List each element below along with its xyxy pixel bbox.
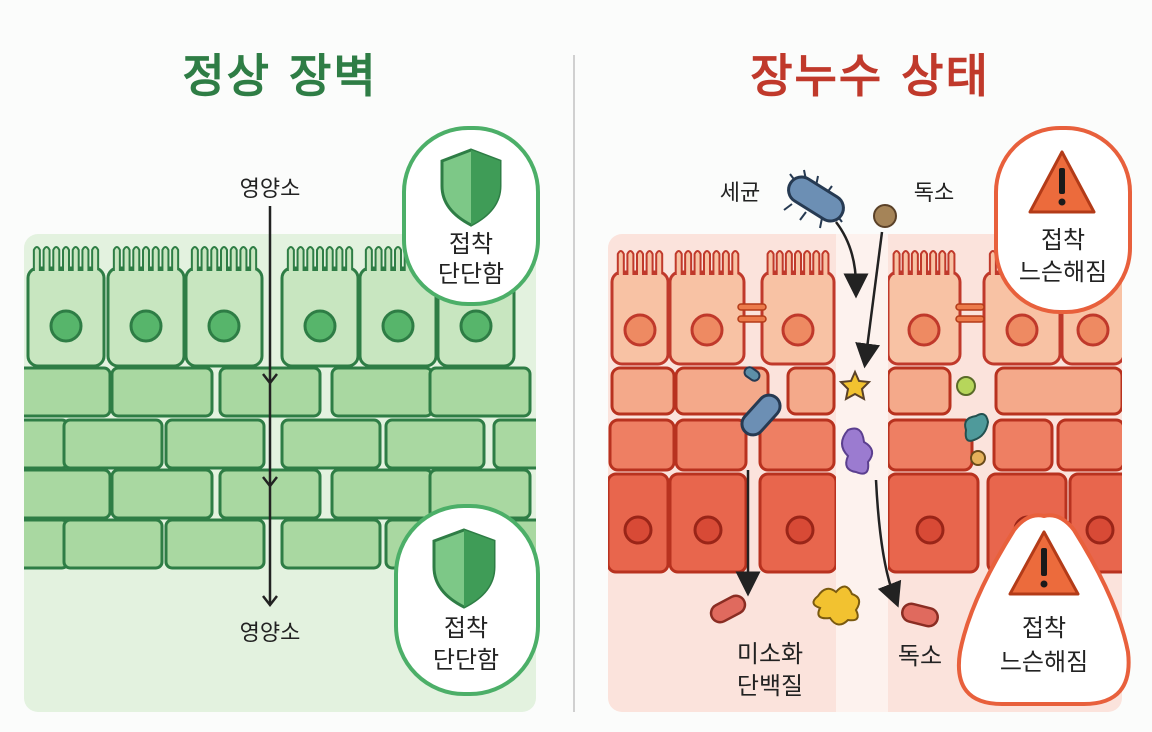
loose-junction-badge-top: 접착 느슨해짐 <box>994 126 1132 314</box>
healthy-panel: 영양소 영양소 접착 단단함 접착 단단함 <box>24 126 540 712</box>
bacterium-small-icon <box>964 413 990 442</box>
protein-particle-icon <box>709 594 747 624</box>
undigested-protein-icon <box>812 585 861 626</box>
bacterium-icon <box>783 169 845 229</box>
healthy-barrier-title: 정상 장벽 <box>182 49 378 103</box>
bacteria-label: 세균 <box>720 181 760 206</box>
loose-junction-badge-bottom: 접착 느슨해짐 <box>956 513 1131 706</box>
toxin-particle-icon <box>970 450 986 466</box>
warning-badge-bottom-line2: 느슨해짐 <box>1000 648 1088 676</box>
leak-arrow-right <box>874 479 902 608</box>
warning-badge-bottom-line1: 접착 <box>1022 614 1066 642</box>
toxin-label: 독소 <box>914 181 954 206</box>
nutrient-label-top: 영양소 <box>240 177 301 202</box>
badge-bottom-line2: 단단함 <box>433 646 499 674</box>
shield-icon-shade <box>471 150 500 225</box>
warning-badge-top-line2: 느슨해짐 <box>1019 258 1107 286</box>
toxin-entry-arrow <box>855 231 884 369</box>
badge-top-line1: 접착 <box>449 230 493 258</box>
bacterium-icon <box>740 393 782 437</box>
tight-junction-badge-bottom: 접착 단단함 <box>394 504 540 696</box>
healthy-tissue <box>24 246 536 570</box>
shield-icon-shade <box>464 530 494 607</box>
toxin-particle-icon <box>956 376 976 396</box>
toxin-star-icon <box>838 369 872 401</box>
toxin-bottom-icon <box>901 602 939 628</box>
leaky-panel: 세균 독소 <box>608 126 1132 712</box>
undigested-protein-label-line1: 미소화 <box>737 640 803 668</box>
protein-fragment-icon <box>841 427 874 475</box>
leaky-gut-title: 장누수 상태 <box>750 49 990 103</box>
undigested-protein-label-line2: 단백질 <box>737 672 803 700</box>
tight-junction-badge-top: 접착 단단함 <box>402 126 540 306</box>
toxin-bottom-label: 독소 <box>898 642 942 670</box>
bacteria-entry-arrow <box>835 221 869 299</box>
nutrient-flow-arrowheads <box>262 373 278 608</box>
warning-badge-top-line1: 접착 <box>1041 226 1085 254</box>
bacterium-small-icon <box>743 366 761 382</box>
healthy-villi-cells <box>26 246 516 368</box>
toxin-particle-icon <box>873 204 897 228</box>
nutrient-label-bottom: 영양소 <box>240 621 301 646</box>
badge-top-line2: 단단함 <box>438 260 504 288</box>
badge-bottom-line1: 접착 <box>444 614 488 642</box>
